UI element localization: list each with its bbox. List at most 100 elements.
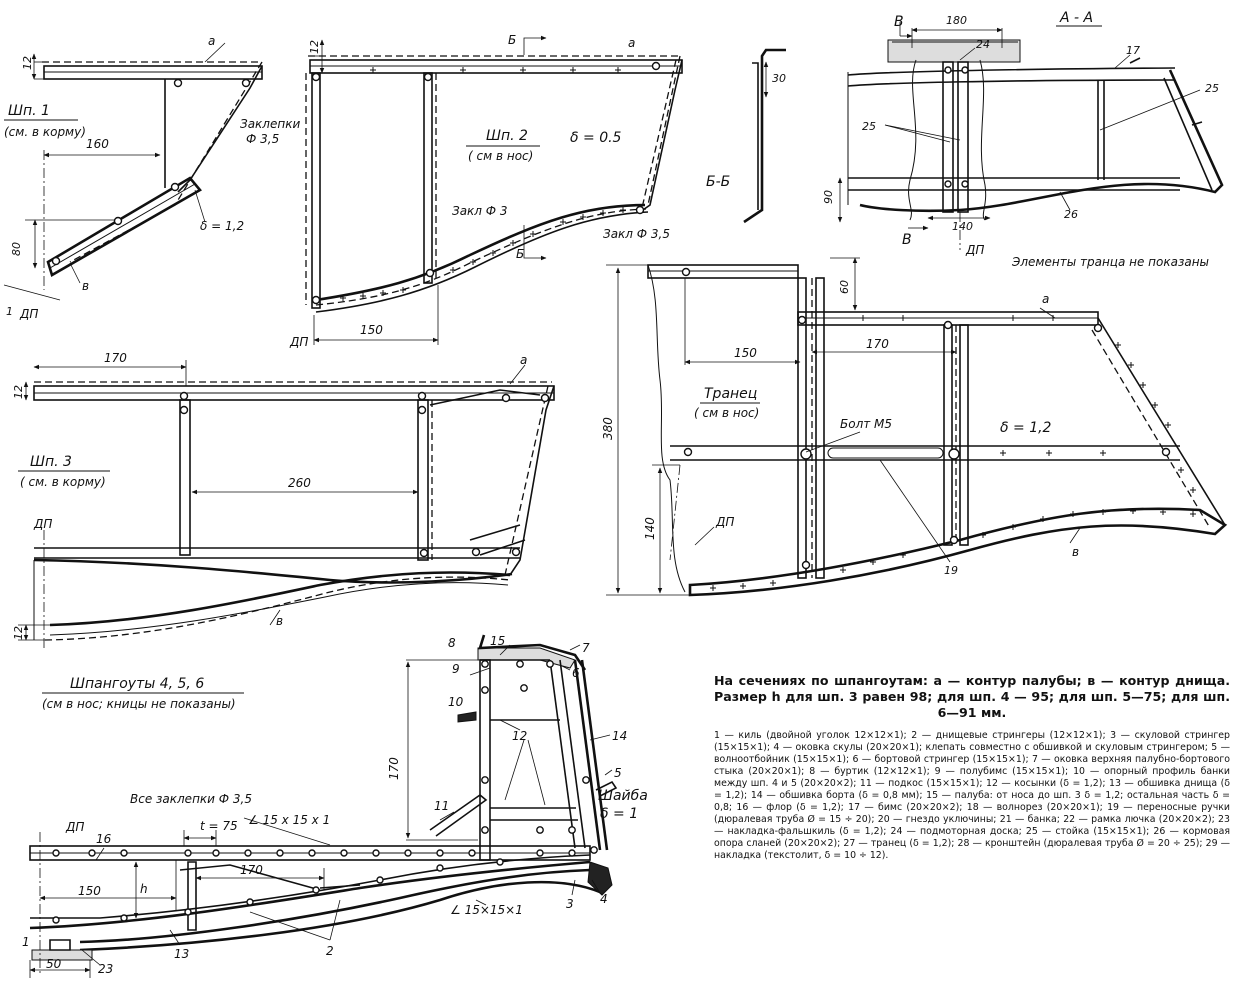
frames-456-title: Шпангоуты 4, 5, 6 <box>70 676 204 692</box>
dim-180: 180 <box>946 14 967 27</box>
bolt-label: Болт М5 <box>840 417 892 431</box>
part-10: 10 <box>448 695 464 709</box>
frames-456-direction: (см в нос; кницы не показаны) <box>42 697 236 711</box>
parts-legend: 1 — киль (двойной уголок 12×12×1); 2 — д… <box>714 730 1230 861</box>
frame-1-title: Шп. 1 <box>8 103 50 119</box>
profile-label-bottom: ∠ 15×15×1 <box>450 903 523 917</box>
bottom-contour-label: в <box>82 279 89 293</box>
bottom-contour-label-transom: в <box>1072 545 1079 559</box>
part-24: 24 <box>976 38 990 51</box>
frame-1-direction: (см. в корму) <box>4 125 86 139</box>
part-16: 16 <box>96 832 112 846</box>
part-11: 11 <box>434 799 449 813</box>
dim-12-frame-3: 12 <box>12 385 25 399</box>
part-12: 12 <box>512 729 527 743</box>
dim-170-floor: 170 <box>240 863 263 877</box>
part-3: 3 <box>566 897 574 911</box>
dim-140-aa: 140 <box>952 220 973 233</box>
section-mark-b-bottom: Б <box>516 247 524 261</box>
dim-170-frames: 170 <box>387 757 401 780</box>
dim-30: 30 <box>772 72 786 85</box>
dim-150-frame-2: 150 <box>360 323 383 337</box>
part-25-left: 25 <box>862 120 876 133</box>
centerline-label-2: ДП <box>289 335 308 349</box>
thickness-label: δ = 1,2 <box>200 219 244 233</box>
part-8: 8 <box>448 636 456 650</box>
deck-contour-label-transom: а <box>1042 292 1049 306</box>
washer-thickness: δ = 1 <box>600 806 638 822</box>
dim-90: 90 <box>822 190 835 204</box>
profile-label-top: ∠ 15 x 15 x 1 <box>248 813 330 827</box>
frame-2-direction: ( см в нос) <box>468 149 533 163</box>
caption-title: На сечениях по шпангоутам: а — контур па… <box>714 673 1230 720</box>
frame-2-title: Шп. 2 <box>486 128 528 144</box>
part-1: 1 <box>22 935 30 949</box>
part-19: 19 <box>944 564 958 577</box>
frame-3-title: Шп. 3 <box>30 454 72 470</box>
section-mark-v-bottom: В <box>902 232 912 248</box>
rivets-diameter: Ф 3,5 <box>246 132 279 146</box>
bottom-contour-label-3: в <box>276 614 283 628</box>
section-aa: В 180 А - А 24 17 25 25 90 26 140 В ДП Э… <box>822 10 1224 269</box>
part-6: 6 <box>572 666 580 680</box>
part-23: 23 <box>98 962 113 976</box>
part-7: 7 <box>582 641 590 655</box>
deck-contour-label: а <box>208 34 215 48</box>
transom-title: Транец <box>704 386 757 402</box>
section-bb: 30 Б-Б <box>706 48 786 224</box>
frame-3-section: 170 а 12 Шп. 3 ( см. в корму) 260 ДП в 1… <box>12 351 555 650</box>
dim-1: 1 <box>6 305 13 318</box>
section-aa-title: А - А <box>1059 10 1093 26</box>
washer-label: Шайба <box>598 788 648 804</box>
transom-note: Элементы транца не показаны <box>1011 255 1209 269</box>
centerline-label-frames: ДП <box>65 820 84 834</box>
deck-contour-label-2: а <box>628 36 635 50</box>
part-5: 5 <box>614 766 622 780</box>
dim-80: 80 <box>10 242 23 256</box>
frame-1-section: а 12 Шп. 1 (см. в корму) 160 Заклепки Ф … <box>3 34 300 321</box>
frame-3-direction: ( см. в корму) <box>20 475 106 489</box>
centerline-label-aa: ДП <box>965 243 984 257</box>
part-9: 9 <box>452 662 460 676</box>
dim-140-transom: 140 <box>643 517 657 540</box>
section-bb-title: Б-Б <box>706 174 730 190</box>
dim-150-transom: 150 <box>734 346 757 360</box>
part-26: 26 <box>1064 208 1078 221</box>
dim-260: 260 <box>288 476 311 490</box>
dim-170-frame-3: 170 <box>104 351 127 365</box>
part-13: 13 <box>174 947 189 961</box>
dim-12-frame-3-bottom: 12 <box>12 626 25 640</box>
part-2: 2 <box>326 944 334 958</box>
transom-section: 60 а 150 170 Транец ( см в нос) 380 Болт… <box>601 257 1228 597</box>
dim-50: 50 <box>46 957 62 971</box>
frames-456-section: Шпангоуты 4, 5, 6 (см в нос; кницы не по… <box>22 634 648 978</box>
deck-contour-label-3: а <box>520 353 527 367</box>
dim-150-frames: 150 <box>78 884 101 898</box>
dim-170-transom: 170 <box>866 337 889 351</box>
part-14: 14 <box>612 729 627 743</box>
dim-160: 160 <box>86 137 109 151</box>
part-25-right: 25 <box>1205 82 1219 95</box>
dim-380: 380 <box>601 417 615 440</box>
rivet-label-3: Закл Ф 3 <box>452 204 508 218</box>
transom-direction: ( см в нос) <box>694 406 759 420</box>
thickness-label-2: δ = 0.5 <box>570 130 622 146</box>
centerline-label-transom: ДП <box>715 515 734 529</box>
rivets-label: Заклепки <box>240 117 300 131</box>
h-label: h <box>140 882 148 896</box>
rivet-marks-transom <box>710 315 1196 591</box>
rivet-marks-frame-2 <box>340 67 626 301</box>
section-mark-b-top: Б <box>508 33 516 47</box>
pitch-label: t = 75 <box>200 819 238 833</box>
all-rivets-label: Все заклепки Ф 3,5 <box>130 792 252 806</box>
part-15: 15 <box>490 634 505 648</box>
thickness-label-transom: δ = 1,2 <box>1000 420 1052 436</box>
part-17: 17 <box>1126 44 1140 57</box>
frame-2-section: Б а 12 Шп. 2 ( см в нос) δ = 0.5 Закл Ф … <box>289 33 683 349</box>
rivet-label-35: Закл Ф 3,5 <box>603 227 670 241</box>
part-4: 4 <box>600 892 608 906</box>
caption: На сечениях по шпангоутам: а — контур па… <box>714 673 1230 862</box>
section-mark-v-top: В <box>894 14 904 30</box>
centerline-label: ДП <box>19 307 38 321</box>
